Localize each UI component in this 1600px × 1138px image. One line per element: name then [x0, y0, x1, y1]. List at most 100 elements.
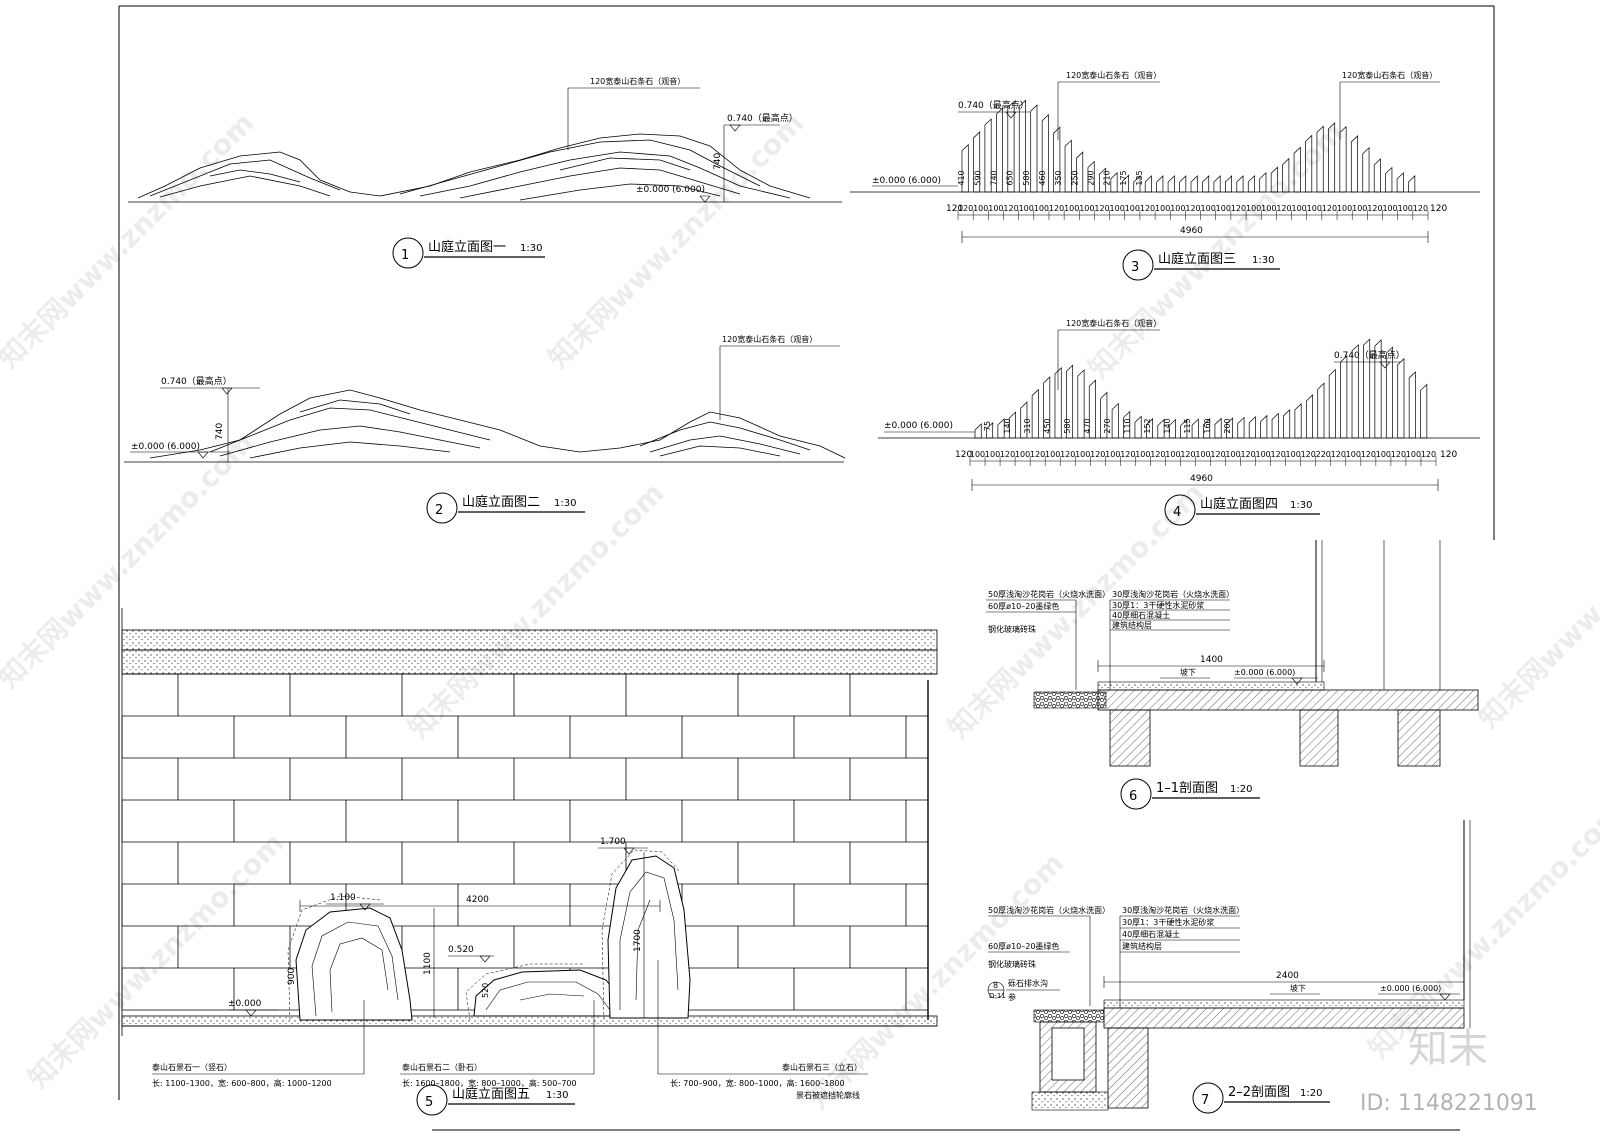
stone-size: 长: 1100–1300，宽: 600–800，高: 1000–1200: [152, 1078, 332, 1088]
stone-strip: [1305, 394, 1313, 439]
stone-strip: [1030, 104, 1038, 193]
stone-strip: [1041, 113, 1049, 193]
detail-ref-sheet: D-11: [989, 992, 1006, 1000]
stone-strip: [1179, 175, 1187, 193]
dim-value: 135: [1135, 170, 1144, 185]
grade-label: 坡下: [1290, 983, 1306, 993]
dim-value: 100: [1225, 450, 1240, 459]
dim-value: 120: [1000, 450, 1015, 459]
layer-label: 30厚浅淘沙花岗岩（火烧水洗面）: [1112, 589, 1234, 599]
elevation-2: [124, 389, 846, 463]
stone-strip: [1293, 146, 1301, 193]
stone-strip: [1282, 157, 1290, 193]
dim-value: 100: [1015, 450, 1030, 459]
elevation-2-annotations: 120宽泰山石条石（观音） 0.740（最高点） 740 ±0.000 (6.0…: [130, 334, 840, 462]
dim-value: 140: [1163, 418, 1172, 433]
drawing-title: 山庭立面图三: [1158, 251, 1236, 267]
dim-value: 100: [1307, 204, 1322, 213]
dim-value: 100: [1064, 204, 1079, 213]
stone-strip: [1133, 175, 1141, 193]
stone-top-level: 1.700: [600, 837, 626, 847]
stone-strip: [996, 107, 1003, 193]
stone-strip: [1202, 175, 1210, 193]
dim-value: 100: [1079, 204, 1094, 213]
brand-mark: 知末: [1408, 1026, 1488, 1072]
dim-value: 100: [1337, 204, 1352, 213]
section-1-1: [1033, 540, 1479, 767]
drawing-scale: 1:30: [1290, 500, 1312, 511]
dim-value: 120: [1231, 204, 1246, 213]
dim-value: 120: [1003, 204, 1018, 213]
dim-value: 100: [1216, 204, 1231, 213]
stone-strip: [973, 131, 981, 193]
stone-label: 120宽泰山石条石（观音）: [1066, 318, 1161, 328]
stone-strip: [1374, 339, 1382, 439]
id-label: ID: 1148221091: [1360, 1091, 1538, 1116]
stone-strip: [1340, 355, 1348, 439]
stone-top-level: 1.100: [330, 893, 356, 903]
drawing-title: 山庭立面图四: [1200, 496, 1278, 512]
peak-level-label: 0.740（最高点）: [727, 112, 798, 124]
stone-strip: [1420, 383, 1428, 439]
height-dim: 740: [215, 423, 225, 440]
dim-value: 110: [1123, 418, 1132, 433]
stone-strip: [986, 422, 994, 439]
stone-strip: [1180, 418, 1188, 439]
zero-level-label: ±0.000 (6.000): [884, 421, 953, 431]
dim-value: 220: [1316, 450, 1331, 459]
dim-value: 100: [1346, 450, 1361, 459]
stone-strip: [1110, 171, 1118, 193]
stone-strip: [1168, 418, 1176, 439]
width-dim: 2400: [1276, 971, 1299, 981]
dim-value: 120: [1185, 204, 1200, 213]
elevation-5: [121, 608, 938, 1036]
stone-strip: [1077, 369, 1085, 439]
stone-strip: [1087, 160, 1095, 193]
watermark: 知末网www.znzmo.com: [1472, 466, 1600, 735]
elevation-5-title: 5 山庭立面图五 1:30: [416, 1084, 575, 1116]
elevation-5-annotations: 4200 1.100 1100 900 0.520 520 1.700 1700…: [152, 837, 868, 1075]
dim-value: 100: [970, 450, 985, 459]
end-dim: 120: [1430, 204, 1447, 214]
dim-value: 100: [1255, 450, 1270, 459]
dim-value: 210: [1103, 170, 1112, 185]
stone-strip: [1191, 418, 1199, 439]
stone-strip: [1328, 122, 1336, 193]
dim-value: 120: [1271, 450, 1286, 459]
stone-strip: [1408, 175, 1416, 193]
stone-strip: [1328, 368, 1336, 439]
dim-value: 290: [1086, 170, 1095, 185]
dim-value: 120: [1361, 450, 1376, 459]
watermark: 知末网www.znzmo.com: [22, 826, 291, 1095]
stone-strip: [1259, 171, 1267, 193]
dim-value: 100: [1352, 204, 1367, 213]
drawing-number: 6: [1129, 789, 1137, 804]
dim-value: 100: [985, 450, 1000, 459]
dim-value: 580: [1022, 170, 1031, 185]
stone-strip: [1156, 175, 1164, 193]
drawing-scale: 1:30: [1252, 255, 1274, 266]
dim-value: 120: [1367, 204, 1382, 213]
drawing-scale: 1:20: [1300, 1088, 1322, 1099]
stone-strip: [1043, 376, 1051, 439]
stone-strip: [1363, 338, 1371, 439]
dim-value: 120: [1094, 204, 1109, 213]
dim-value: 140: [1003, 418, 1012, 433]
layer-label: 30厚1：3干硬性水泥砂浆: [1112, 600, 1204, 610]
stone-strip: [1099, 167, 1107, 193]
width-dim: 4200: [466, 895, 489, 905]
dim-value: 100: [1195, 450, 1210, 459]
layer-label: 60厚ø10–20墨绿色: [988, 941, 1059, 951]
stone-name: 泰山石景石三（立石）: [782, 1062, 862, 1072]
stone-strip: [1351, 344, 1359, 439]
stone-strip: [1144, 175, 1152, 193]
layer-label: 钢化玻璃砖珠: [988, 959, 1036, 969]
drawing-number: 1: [401, 248, 409, 263]
elevation-2-title: 2 山庭立面图二 1:30: [426, 492, 585, 524]
stone-strip: [1248, 415, 1256, 439]
stone-strip: [1190, 175, 1198, 193]
stone-strip: [1225, 175, 1232, 193]
stone-strip: [1064, 139, 1072, 193]
section-1-1-annotations: 50厚浅淘沙花岗岩（火烧水洗面） 60厚ø10–20墨绿色 钢化玻璃砖珠 30厚…: [986, 589, 1325, 690]
